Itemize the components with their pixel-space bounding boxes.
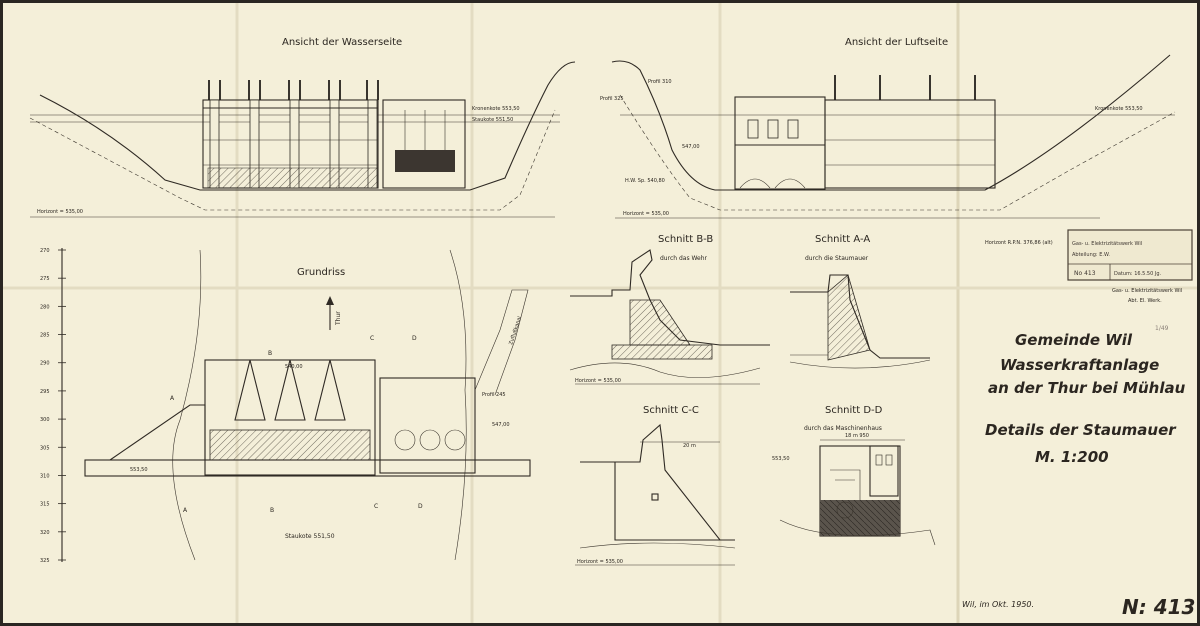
office-line1: Gas- u. Elektrizitätswerk Wil	[1112, 288, 1182, 294]
horizont-left-label: Horizont = 535,00	[37, 209, 83, 215]
scale-tick-label: 290	[40, 361, 50, 367]
section-cc-horizont: Horizont = 535,00	[577, 559, 623, 565]
view-air-side-title: Ansicht der Luftseite	[845, 37, 948, 48]
view-air-side: Ansicht der Luftseite Profil 325 Profil …	[600, 37, 1176, 219]
plan-view: Grundriss 270 275 280 285 290 295 300 305 310 315…	[40, 248, 531, 564]
place-date: Wil, im Okt. 1950.	[962, 600, 1034, 609]
plan-view-title: Grundriss	[297, 267, 345, 278]
paper-background	[3, 3, 1197, 623]
stamp-line1: Gas- u. Elektrizitätswerk Wil	[1072, 241, 1142, 247]
section-dd-dim: 18 m 950	[845, 433, 869, 439]
scale-tick-label: 300	[40, 417, 50, 423]
section-aa-subtitle: durch die Staumauer	[805, 255, 869, 262]
profil-325-label: Profil 325	[600, 96, 624, 102]
title-block: 1/49 Gemeinde Wil Wasserkraftanlage an d…	[962, 325, 1195, 619]
section-bb: Schnitt B-B durch das Wehr Horizont = 53…	[569, 234, 770, 385]
drawing-number: N: 413	[1122, 595, 1195, 619]
office-line2: Abt. El. Werk.	[1128, 298, 1162, 304]
cut-c-bottom: C	[374, 503, 378, 510]
section-bb-horizont: Horizont = 535,00	[575, 378, 621, 384]
cut-a-mid: A	[170, 395, 175, 402]
fold-lines	[3, 3, 1197, 623]
plan-value-547: 547,00	[492, 422, 510, 428]
scale-tick-label: 310	[40, 473, 50, 479]
scale-tick-label: 320	[40, 530, 50, 536]
kronenkote-left-label: Kronenkote 553,50	[472, 106, 520, 112]
view-water-side-title: Ansicht der Wasserseite	[282, 37, 402, 48]
section-dd-value: 553,50	[772, 456, 790, 462]
section-cc-dim: 20 m	[683, 443, 696, 449]
cut-b-bottom: B	[270, 507, 274, 514]
cut-d-top: D	[412, 335, 417, 342]
section-bb-subtitle: durch das Wehr	[660, 255, 708, 262]
section-aa-title: Schnitt A-A	[815, 234, 870, 245]
title-scale: M. 1:200	[1035, 448, 1109, 466]
title-project-line2: an der Thur bei Mühlau	[988, 379, 1186, 397]
hw-label: H.W. Sp. 540,80	[625, 178, 665, 184]
stamp-number: No 413	[1074, 270, 1096, 277]
stamp-date: Datum: 16.5.50 Jg.	[1114, 271, 1162, 277]
section-aa: Schnitt A-A durch die Staumauer	[789, 234, 931, 369]
scale-tick-label: 270	[40, 248, 50, 254]
section-dd-subtitle: durch das Maschinenhaus	[804, 425, 882, 432]
scale-tick-label: 285	[40, 333, 50, 339]
plan-staukote: Staukote 551,50	[285, 533, 335, 540]
title-municipality: Gemeinde Wil	[1015, 331, 1133, 349]
plan-scale-ticks: 270 275 280 285 290 295 300 305 310 315 320 325	[40, 248, 66, 564]
title-subject: Details der Staumauer	[985, 421, 1177, 439]
scale-tick-label: 295	[40, 389, 50, 395]
section-dd: Schnitt D-D durch das Maschinenhaus 18 m…	[772, 405, 936, 546]
pencil-mark: 1/49	[1155, 325, 1169, 332]
stamp-line2: Abteilung: E.W.	[1072, 252, 1110, 258]
section-dd-title: Schnitt D-D	[825, 405, 883, 416]
horizont-right-label: Horizont = 535,00	[623, 211, 669, 217]
plan-value-540: 540,00	[285, 364, 303, 370]
staukote-left-label: Staukote 551,50	[472, 117, 513, 123]
scale-tick-label: 325	[40, 558, 50, 564]
section-cc-title: Schnitt C-C	[643, 405, 699, 416]
value-547-label: 547,00	[682, 144, 700, 150]
title-project-line1: Wasserkraftanlage	[1000, 356, 1159, 374]
horizont-rpn-label: Horizont R.P.N. 376,86 (alt)	[985, 240, 1053, 246]
cut-a-bottom: A	[183, 507, 188, 514]
kronenkote-right-label: Kronenkote 553,50	[1095, 106, 1143, 112]
cut-b-top: B	[268, 350, 272, 357]
cut-c-top: C	[370, 335, 374, 342]
cut-d-bottom: D	[418, 503, 423, 510]
plan-value-553: 553,50	[130, 467, 148, 473]
office-stamp: Gas- u. Elektrizitätswerk Wil Abteilung:…	[1067, 229, 1193, 281]
view-water-side: Ansicht der Wasserseite	[29, 37, 576, 218]
arrow-thur-label: Thur	[335, 311, 342, 326]
profil-310-label: Profil 310	[648, 79, 672, 85]
scale-tick-label: 280	[40, 304, 50, 310]
scale-tick-label: 275	[40, 276, 50, 282]
scale-tick-label: 315	[40, 502, 50, 508]
profil-245-label: Profil 245	[482, 392, 506, 398]
section-bb-title: Schnitt B-B	[658, 234, 713, 245]
scale-tick-label: 305	[40, 445, 50, 451]
section-cc: Schnitt C-C 20 m Horizont = 535,00	[575, 405, 736, 566]
